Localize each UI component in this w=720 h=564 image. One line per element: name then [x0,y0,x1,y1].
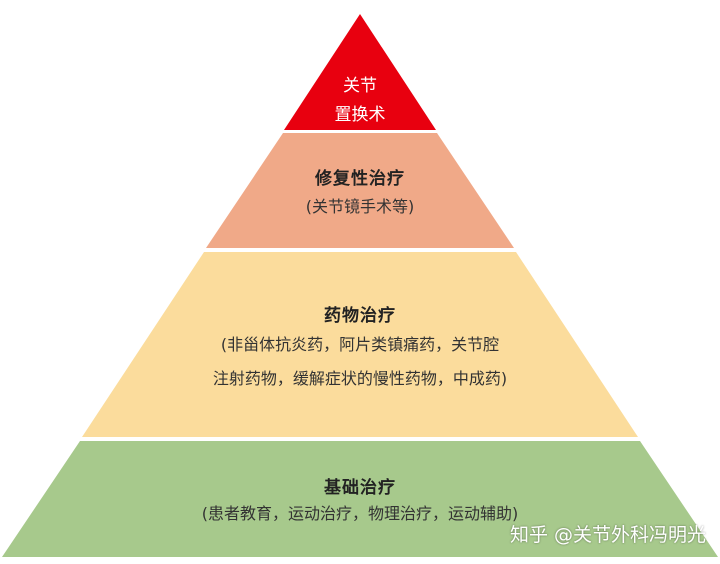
base-layer-subtitle: (患者教育，运动治疗，物理治疗，运动辅助) [201,504,519,523]
base-layer-title: 基础治疗 [324,478,396,498]
layer-joint-replacement [284,14,436,130]
layer-basic-treatment [2,441,718,557]
layer-drug-treatment [82,252,638,437]
layer-restorative-treatment [206,133,514,248]
top-layer-line1: 关节 [343,76,377,96]
watermark: 知乎 @关节外科冯明光 [509,524,706,546]
third-layer-title: 药物治疗 [324,306,396,326]
top-layer-line2: 置换术 [334,105,386,125]
second-layer-subtitle: (关节镜手术等) [305,197,415,216]
second-layer-title: 修复性治疗 [315,169,405,189]
third-layer-line2: 注射药物，缓解症状的慢性药物，中成药) [212,369,508,388]
third-layer-line1: (非甾体抗炎药，阿片类镇痛药，关节腔 [220,335,500,354]
